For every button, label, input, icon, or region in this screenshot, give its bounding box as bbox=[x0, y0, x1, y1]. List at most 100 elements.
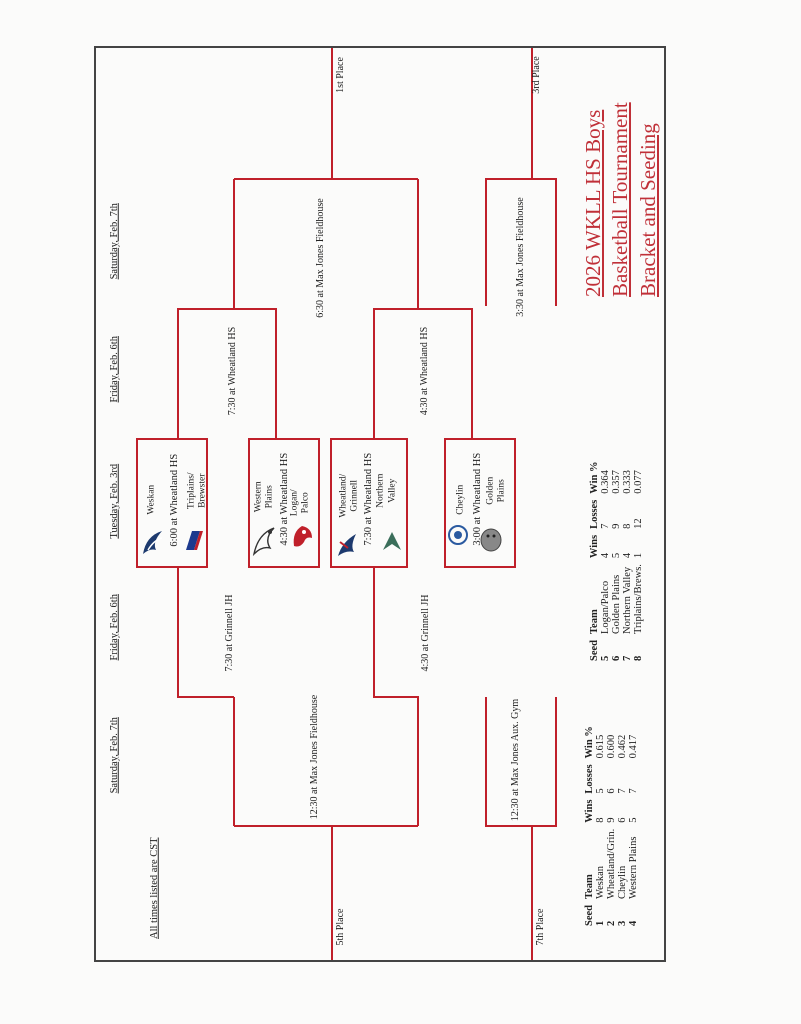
northern-valley-logo-icon bbox=[383, 532, 401, 550]
team-cell: Golden Plains bbox=[611, 574, 623, 634]
game-3-team-b-line1: Northern bbox=[375, 473, 386, 508]
losses-cell: 7 bbox=[600, 523, 612, 529]
first-place-label: 1st Place bbox=[335, 57, 346, 93]
game-box-4 bbox=[444, 438, 516, 568]
team-cell: Wheatland/Grin. bbox=[606, 828, 618, 899]
fifth-place-label: 5th Place bbox=[335, 908, 346, 946]
seed-header: Seed bbox=[584, 905, 595, 926]
day-header-tue: Tuesday, Feb. 3rd bbox=[108, 463, 120, 539]
wins-header: Wins bbox=[589, 534, 600, 559]
team-header: Team bbox=[584, 874, 595, 899]
table-row: 6 Golden Plains 5 9 0.357 bbox=[611, 456, 622, 661]
win-pct-cell: 0.600 bbox=[606, 734, 618, 759]
losses-cell: 7 bbox=[628, 788, 640, 794]
table-row: 7 Northern Valley 4 8 0.333 bbox=[622, 456, 633, 661]
game-3-venue: 7:30 at Wheatland HS bbox=[362, 452, 374, 546]
win-pct-cell: 0.462 bbox=[617, 734, 629, 759]
wins-cell: 4 bbox=[622, 552, 634, 559]
golden-plains-logo-icon bbox=[480, 528, 502, 552]
wins-cell: 9 bbox=[606, 817, 618, 823]
page-title: 2026 WKLL HS Boys Basketball Tournament … bbox=[580, 97, 664, 297]
seed-cell: 4 bbox=[628, 920, 640, 926]
table-row: 1 Weskan 8 5 0.615 bbox=[595, 720, 606, 926]
seeding-table-left: Seed Team Wins Losses Win % 1 Weskan 8 5… bbox=[584, 726, 662, 926]
wins-header: Wins bbox=[584, 799, 595, 823]
game-3-team-b-line2: Valley bbox=[387, 478, 398, 503]
table-row: 2 Wheatland/Grin. 9 6 0.600 bbox=[606, 720, 617, 926]
losses-header: Losses bbox=[584, 764, 595, 794]
table-row: 3 Cheylin 6 7 0.462 bbox=[617, 720, 628, 926]
semi-2-label: 4:30 at Wheatland HS bbox=[419, 326, 430, 416]
day-header-fri-left: Friday, Feb. 6th bbox=[108, 594, 120, 661]
wins-cell: 6 bbox=[617, 817, 629, 823]
fifth-place-game-label: 12:30 at Max Jones Fieldhouse bbox=[309, 694, 320, 820]
triplains-logo-icon bbox=[186, 531, 203, 550]
win-pct-cell: 0.417 bbox=[628, 734, 640, 759]
team-cell: Weskan bbox=[595, 866, 607, 899]
wheatland-grinnell-logo-icon bbox=[338, 534, 356, 556]
game-2-team-a-line1: Western bbox=[253, 481, 264, 513]
losses-cell: 7 bbox=[617, 788, 629, 794]
game-1-venue: 6:00 at Wheatland HS bbox=[168, 453, 180, 547]
win-pct-cell: 0.364 bbox=[600, 470, 612, 494]
wins-cell: 5 bbox=[611, 552, 623, 559]
timezone-note: All times listed are CST bbox=[148, 837, 160, 940]
table-row: 5 Logan/Palco 4 7 0.364 bbox=[600, 456, 611, 661]
title-line-2: Basketball Tournament bbox=[608, 102, 633, 297]
cons-semi-1-label: 7:30 at Grinnell JH bbox=[224, 594, 235, 672]
game-2-team-b-line1: Logan/ bbox=[289, 489, 300, 517]
seed-cell: 2 bbox=[606, 920, 618, 926]
team-cell: Western Plains bbox=[628, 836, 640, 899]
win-pct-header: Win % bbox=[584, 726, 595, 759]
game-4-team-b-line1: Golden bbox=[485, 476, 496, 505]
game-1-team-b-line1: Triplains/ bbox=[186, 472, 197, 510]
game-4-team-a: Cheylin bbox=[455, 484, 466, 515]
day-header-sat-left: Saturday, Feb. 7th bbox=[108, 717, 120, 794]
seed-cell: 8 bbox=[633, 655, 645, 661]
semi-1-label: 7:30 at Wheatland HS bbox=[227, 326, 238, 416]
wins-cell: 5 bbox=[628, 817, 640, 823]
win-pct-cell: 0.333 bbox=[622, 470, 634, 494]
seed-cell: 3 bbox=[617, 920, 629, 926]
team-header: Team bbox=[589, 609, 600, 634]
losses-header: Losses bbox=[589, 499, 600, 529]
team-cell: Logan/Palco bbox=[600, 580, 612, 634]
game-3-team-a-line2: Grinnell bbox=[349, 479, 360, 512]
losses-cell: 6 bbox=[606, 788, 618, 794]
seeding-table-right: Seed Team Wins Losses Win % 5 Logan/Palc… bbox=[589, 462, 667, 661]
title-line-3: Bracket and Seeding bbox=[635, 123, 660, 297]
game-box-2 bbox=[248, 438, 320, 568]
seventh-place-label: 7th Place bbox=[535, 908, 546, 946]
losses-cell: 5 bbox=[595, 788, 607, 794]
western-plains-logo-icon bbox=[252, 527, 275, 557]
weskan-logo-icon bbox=[143, 531, 163, 554]
championship-label: 6:30 at Max Jones Fieldhouse bbox=[315, 198, 326, 318]
third-place-label: 3rd Place bbox=[531, 56, 542, 94]
team-cell: Triplains/Brews. bbox=[633, 564, 645, 634]
game-2-team-a-line2: Plains bbox=[264, 485, 275, 509]
losses-cell: 12 bbox=[633, 518, 645, 529]
table-row: 8 Triplains/Brews. 1 12 0.077 bbox=[633, 456, 644, 661]
seed-cell: 7 bbox=[622, 655, 634, 661]
game-2-team-b-line2: Palco bbox=[300, 492, 311, 514]
third-place-game-label: 3:30 at Max Jones Fieldhouse bbox=[515, 197, 526, 317]
wins-cell: 1 bbox=[633, 552, 645, 559]
game-1-team-b-line2: Brewster bbox=[197, 473, 208, 508]
wins-cell: 4 bbox=[600, 552, 612, 559]
day-header-fri-right: Friday, Feb. 6th bbox=[108, 336, 120, 403]
logan-palco-logo-icon bbox=[293, 526, 312, 547]
seed-cell: 1 bbox=[595, 920, 607, 926]
table-row: 4 Western Plains 5 7 0.417 bbox=[628, 720, 639, 926]
cons-semi-2-label: 4:30 at Grinnell JH bbox=[420, 594, 431, 672]
seed-cell: 5 bbox=[600, 655, 612, 661]
win-pct-cell: 0.077 bbox=[633, 470, 645, 494]
seed-cell: 6 bbox=[611, 655, 623, 661]
cheylin-logo-icon bbox=[448, 525, 468, 545]
wins-cell: 8 bbox=[595, 817, 607, 823]
game-4-team-b-line2: Plains bbox=[496, 479, 507, 503]
title-line-1: 2026 WKLL HS Boys bbox=[581, 109, 605, 297]
seed-header: Seed bbox=[589, 640, 600, 661]
game-3-team-a-line1: Wheatland/ bbox=[338, 473, 349, 518]
win-pct-header: Win % bbox=[589, 461, 600, 494]
